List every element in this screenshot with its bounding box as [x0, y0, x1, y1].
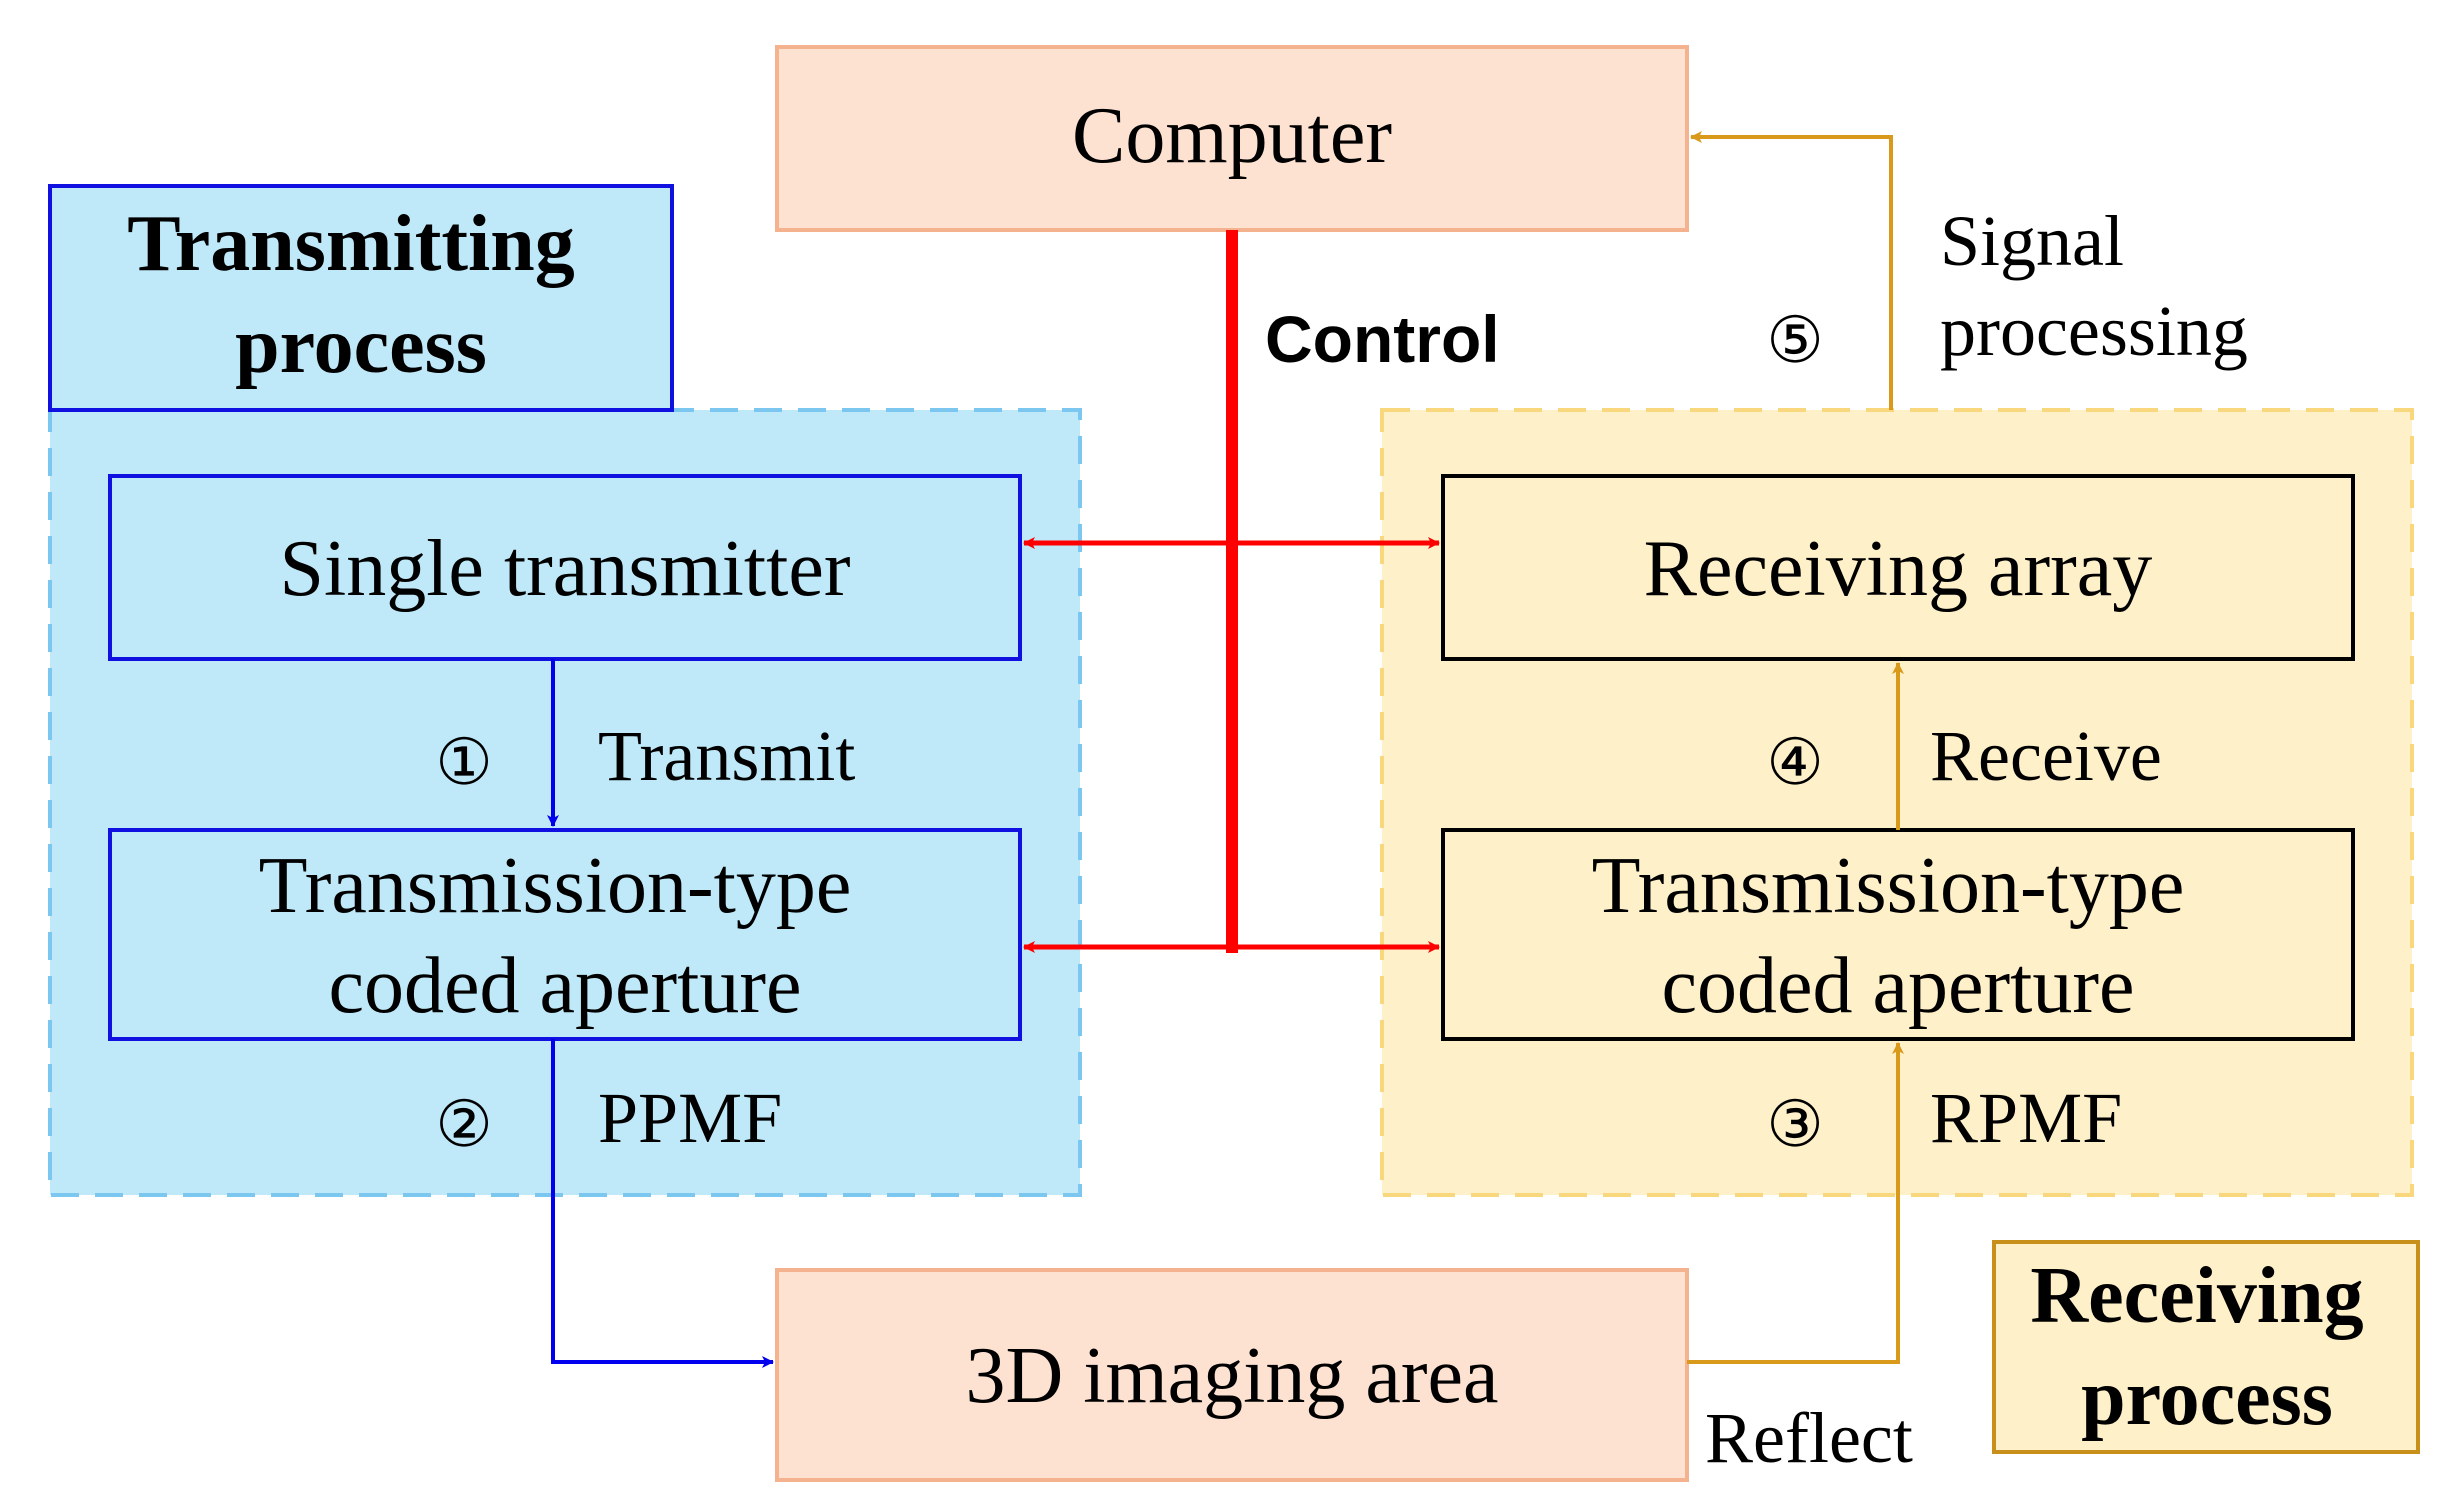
tx-coded-aperture-label: Transmission-type coded aperture — [259, 842, 872, 1030]
transmitting-process-line2: process — [235, 302, 487, 390]
single-transmitter-label: Single transmitter — [279, 525, 850, 613]
computer-label: Computer — [1072, 92, 1392, 180]
signal-processing-arrow — [1690, 131, 1893, 410]
transmitting-process-box — [48, 184, 674, 412]
step-2-marker: ② — [435, 1089, 492, 1160]
rx-coded-aperture-box — [1441, 828, 2355, 1041]
imaging-area-label: 3D imaging area — [965, 1332, 1498, 1420]
computer-box — [775, 45, 1689, 232]
step-3-marker: ③ — [1766, 1089, 1823, 1160]
reflect-arrow — [1687, 1042, 1904, 1364]
control-label: Control — [1265, 302, 1500, 376]
ppmf-arrow — [551, 1039, 774, 1368]
receiving-process-box — [1992, 1240, 2420, 1454]
imaging-area-box — [775, 1268, 1689, 1482]
rx-aperture-line1: Transmission-type — [1592, 842, 2185, 930]
step-5-marker: ⑤ — [1766, 305, 1823, 376]
rx-aperture-line2: coded aperture — [1661, 942, 2134, 1030]
transmitting-process-line1: Transmitting — [127, 200, 574, 288]
signal-processing-label: Signal processing — [1940, 201, 2248, 371]
step-1-marker: ① — [435, 727, 492, 798]
signal-processing-line1: Signal — [1940, 201, 2124, 281]
receiving-process-line1: Receiving — [2030, 1252, 2363, 1340]
receiving-array-label: Receiving array — [1644, 525, 2153, 613]
receiving-array-box — [1441, 474, 2355, 661]
receiving-process-title: Receiving process — [2030, 1252, 2383, 1442]
ppmf-label: PPMF — [598, 1078, 782, 1158]
receive-label: Receive — [1930, 716, 2162, 796]
rx-coded-aperture-label: Transmission-type coded aperture — [1592, 842, 2205, 1030]
receiving-process-line2: process — [2081, 1354, 2333, 1442]
rpmf-label: RPMF — [1930, 1078, 2122, 1158]
reflect-label: Reflect — [1705, 1398, 1913, 1478]
tx-aperture-line1: Transmission-type — [259, 842, 852, 930]
transmitting-process-title: Transmitting process — [127, 200, 594, 390]
step-4-marker: ④ — [1766, 727, 1823, 798]
transmit-label: Transmit — [598, 716, 855, 796]
tx-coded-aperture-box — [108, 828, 1022, 1041]
signal-processing-line2: processing — [1940, 291, 2248, 371]
tx-aperture-line2: coded aperture — [328, 942, 801, 1030]
single-transmitter-box — [108, 474, 1022, 661]
